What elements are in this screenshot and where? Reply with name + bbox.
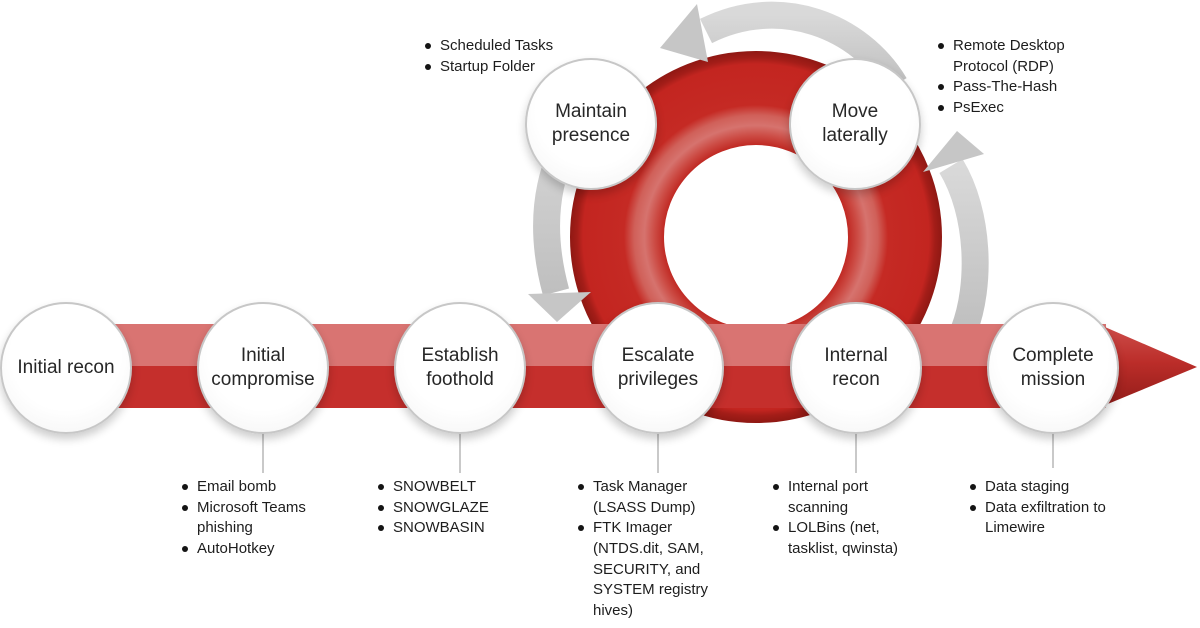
- bullet-item: Scheduled Tasks: [423, 36, 593, 57]
- band-arrowhead-icon: [1098, 324, 1197, 408]
- stage-circle-internal-recon: Internal recon: [790, 302, 922, 434]
- stage-label: Initial recon: [17, 357, 115, 379]
- bullet-item: Internal port scanning: [771, 477, 921, 518]
- bullet-item: LOLBins (net, tasklist, qwinsta): [771, 518, 921, 559]
- bullet-item: Email bomb: [180, 477, 330, 498]
- annotation-list-initial-compromise: Email bomb Microsoft Teams phishing Auto…: [180, 477, 330, 560]
- stage-label: Escalate privileges: [617, 345, 699, 390]
- bullet-item: Remote Desktop Protocol (RDP): [936, 36, 1081, 77]
- annotation-list-maintain-presence: Scheduled Tasks Startup Folder: [423, 36, 593, 77]
- bullet-item: SNOWBASIN: [376, 518, 516, 539]
- annotation-list-escalate-privileges: Task Manager (LSASS Dump) FTK Imager (NT…: [576, 477, 716, 622]
- bullet-item: Task Manager (LSASS Dump): [576, 477, 716, 518]
- stage-circle-move-laterally: Move laterally: [789, 58, 921, 190]
- bullet-item: PsExec: [936, 98, 1081, 119]
- annotation-connectors: [262, 433, 1054, 473]
- bullet-item: Pass-The-Hash: [936, 77, 1081, 98]
- stage-circle-establish-foothold: Establish foothold: [394, 302, 526, 434]
- stage-label: Establish foothold: [421, 345, 499, 390]
- annotation-list-establish-foothold: SNOWBELT SNOWGLAZE SNOWBASIN: [376, 477, 516, 539]
- bullet-item: Microsoft Teams phishing: [180, 498, 330, 539]
- stage-label: Initial compromise: [211, 345, 315, 390]
- bullet-item: Data staging: [968, 477, 1133, 498]
- stage-circle-complete-mission: Complete mission: [987, 302, 1119, 434]
- stage-circle-maintain-presence: Maintain presence: [525, 58, 657, 190]
- loop-arrow-right-icon: [923, 131, 989, 335]
- bullet-item: SNOWBELT: [376, 477, 516, 498]
- bullet-item: FTK Imager (NTDS.dit, SAM, SECURITY, and…: [576, 518, 716, 621]
- stage-label: Move laterally: [822, 101, 888, 146]
- stage-label: Internal recon: [824, 345, 888, 390]
- stage-circle-escalate-privileges: Escalate privileges: [592, 302, 724, 434]
- stage-circle-initial-compromise: Initial compromise: [197, 302, 329, 434]
- annotation-list-move-laterally: Remote Desktop Protocol (RDP) Pass-The-H…: [936, 36, 1081, 119]
- annotation-list-complete-mission: Data staging Data exfiltration to Limewi…: [968, 477, 1133, 539]
- bullet-item: Startup Folder: [423, 57, 593, 78]
- bullet-item: Data exfiltration to Limewire: [968, 498, 1133, 539]
- stage-circle-initial-recon: Initial recon: [0, 302, 132, 434]
- stage-label: Maintain presence: [551, 101, 631, 146]
- annotation-list-internal-recon: Internal port scanning LOLBins (net, tas…: [771, 477, 921, 560]
- bullet-item: SNOWGLAZE: [376, 498, 516, 519]
- bullet-item: AutoHotkey: [180, 539, 330, 560]
- stage-label: Complete mission: [1012, 345, 1094, 390]
